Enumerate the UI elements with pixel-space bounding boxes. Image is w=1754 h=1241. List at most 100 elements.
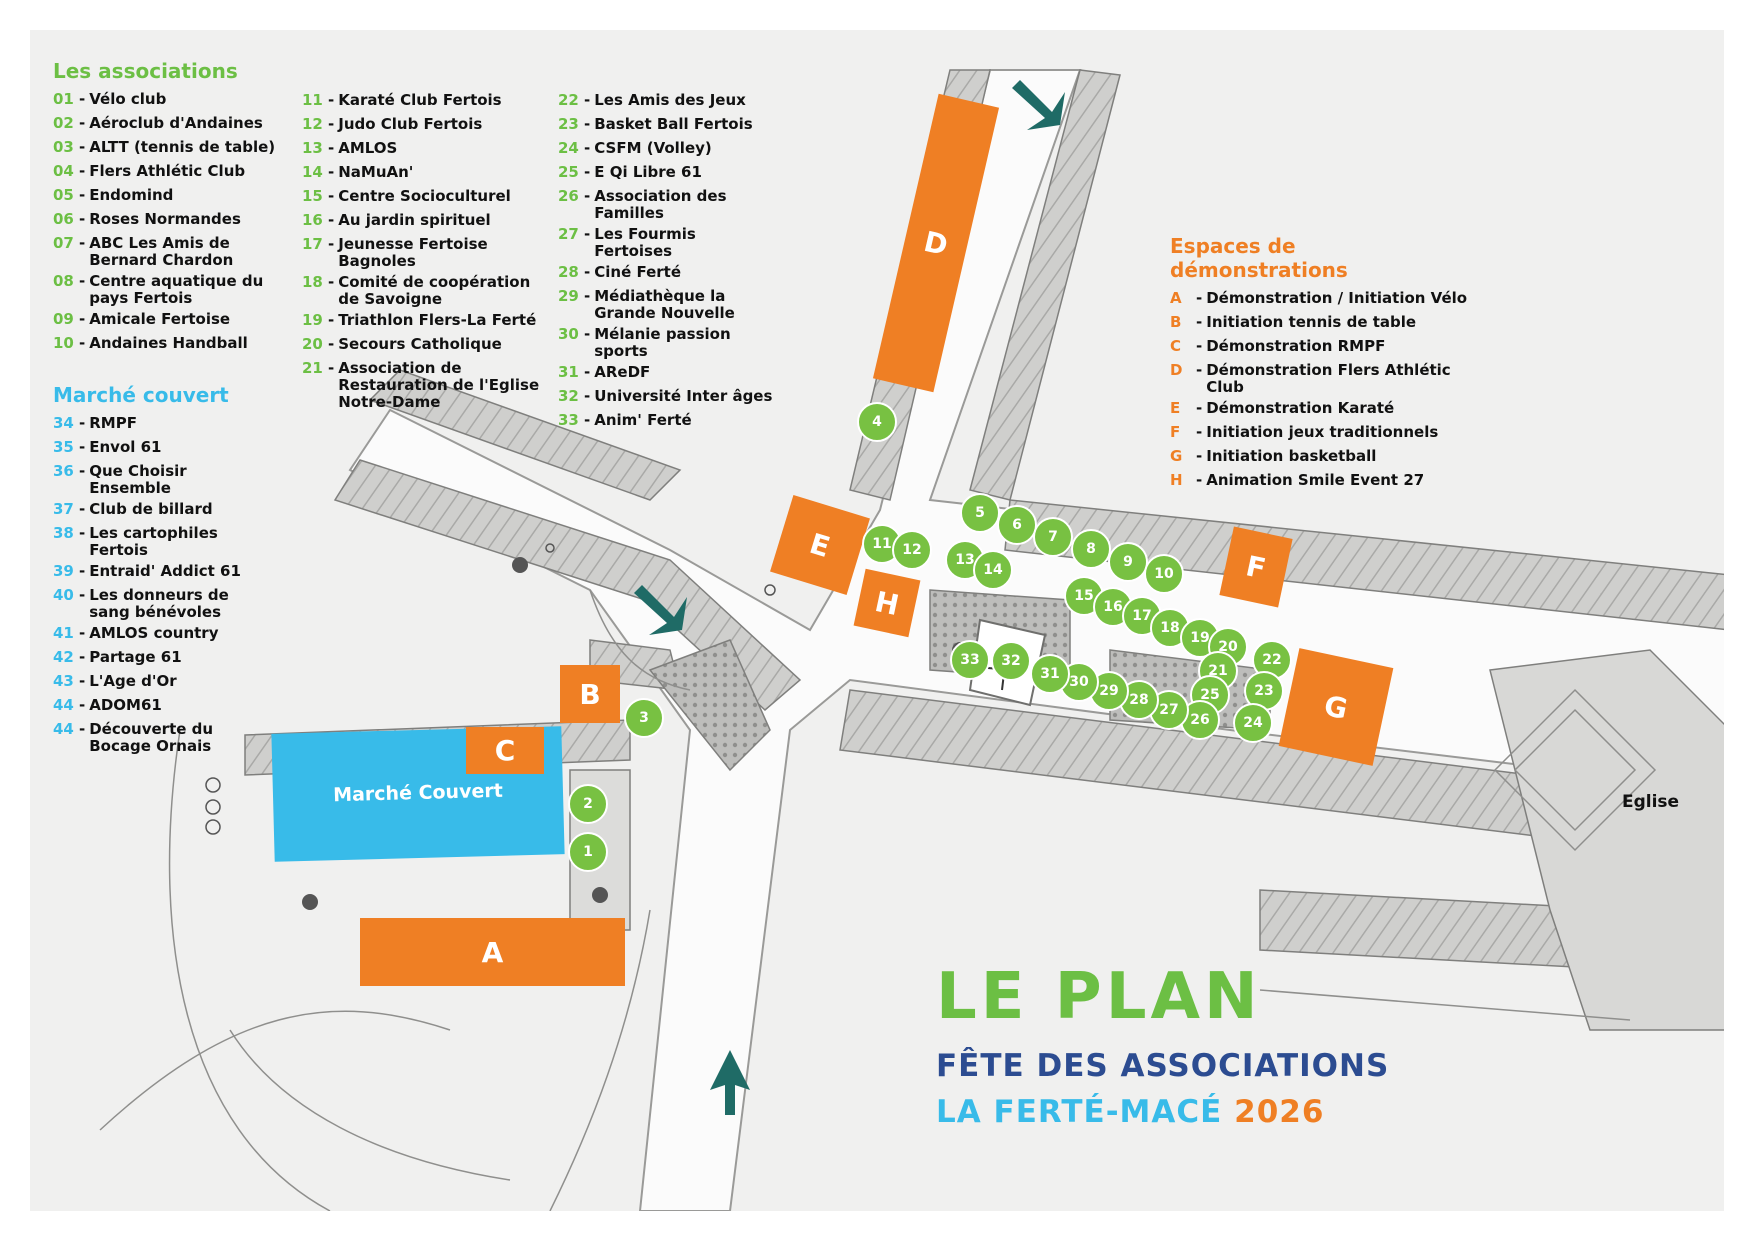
separator-dash: -	[79, 624, 86, 642]
stand-marker-32: 32	[991, 641, 1031, 681]
espace-item: F-Initiation jeux traditionnels	[1170, 420, 1470, 444]
marche-number: 38	[53, 524, 74, 542]
separator-dash: -	[1196, 471, 1203, 489]
marche-name: Les cartophiles Fertois	[89, 524, 218, 559]
separator-dash: -	[1196, 399, 1203, 417]
separator-dash: -	[584, 91, 591, 109]
association-item: 11-Karaté Club Fertois	[302, 88, 542, 112]
association-name: Les Fourmis Fertoises	[594, 225, 696, 260]
association-number: 07	[53, 234, 74, 252]
separator-dash: -	[584, 325, 591, 343]
association-name: Secours Catholique	[338, 335, 502, 353]
marche-item: 44-ADOM61	[53, 693, 263, 717]
association-item: 22-Les Amis des Jeux	[558, 88, 778, 112]
association-number: 12	[302, 115, 323, 133]
espace-number: G	[1170, 447, 1183, 465]
association-number: 19	[302, 311, 323, 329]
town-name: LA FERTÉ-MACÉ	[936, 1094, 1223, 1130]
event-title: FÊTE DES ASSOCIATIONS	[936, 1048, 1390, 1084]
association-number: 31	[558, 363, 579, 381]
separator-dash: -	[79, 90, 86, 108]
separator-dash: -	[1196, 289, 1203, 307]
espace-name: Démonstration / Initiation Vélo	[1206, 289, 1468, 307]
association-number: 20	[302, 335, 323, 353]
association-name: Au jardin spirituel	[338, 211, 491, 229]
association-item: 33-Anim' Ferté	[558, 408, 778, 432]
association-item: 06-Roses Normandes	[53, 207, 283, 231]
marche-number: 43	[53, 672, 74, 690]
espace-item: E-Démonstration Karaté	[1170, 396, 1470, 420]
zone-b: B	[560, 665, 620, 723]
separator-dash: -	[79, 696, 86, 714]
espaces-legend: Espaces de démonstrations A-Démonstratio…	[1170, 234, 1470, 492]
separator-dash: -	[328, 273, 335, 291]
association-item: 25-E Qi Libre 61	[558, 160, 778, 184]
association-name: CSFM (Volley)	[594, 139, 712, 157]
marche-name: L'Age d'Or	[89, 672, 177, 690]
marche-name: RMPF	[89, 414, 137, 432]
stand-marker-14: 14	[973, 550, 1013, 590]
marche-title: Marché couvert	[53, 383, 229, 407]
espace-name: Démonstration RMPF	[1206, 337, 1386, 355]
association-name: Vélo club	[89, 90, 167, 108]
separator-dash: -	[79, 310, 86, 328]
association-number: 11	[302, 91, 323, 109]
association-number: 03	[53, 138, 74, 156]
association-name: NaMuAn'	[338, 163, 414, 181]
stand-marker-31: 31	[1030, 654, 1070, 694]
separator-dash: -	[79, 414, 86, 432]
zone-h: H	[853, 568, 921, 638]
association-number: 04	[53, 162, 74, 180]
church-label: Eglise	[1622, 792, 1680, 812]
association-name: Association de Restauration de l'Eglise …	[338, 359, 540, 411]
association-item: 26-Association des Familles	[558, 184, 778, 222]
association-name: Université Inter âges	[594, 387, 773, 405]
marche-number: 34	[53, 414, 74, 432]
separator-dash: -	[79, 162, 86, 180]
association-name: Roses Normandes	[89, 210, 241, 228]
association-number: 28	[558, 263, 579, 281]
association-number: 27	[558, 225, 579, 243]
espace-item: B-Initiation tennis de table	[1170, 310, 1470, 334]
event-year: 2026	[1234, 1094, 1325, 1130]
bollards	[205, 543, 776, 835]
separator-dash: -	[328, 139, 335, 157]
association-name: AMLOS	[338, 139, 398, 157]
association-name: Les Amis des Jeux	[594, 91, 746, 109]
espace-name: Animation Smile Event 27	[1206, 471, 1425, 489]
association-name: AReDF	[594, 363, 651, 381]
association-item: 24-CSFM (Volley)	[558, 136, 778, 160]
association-number: 09	[53, 310, 74, 328]
stand-marker-5: 5	[960, 493, 1000, 533]
association-item: 20-Secours Catholique	[302, 332, 542, 356]
association-number: 01	[53, 90, 74, 108]
association-name: Ciné Ferté	[594, 263, 682, 281]
marche-item: 40-Les donneurs de sang bénévoles	[53, 583, 263, 621]
separator-dash: -	[79, 462, 86, 480]
association-name: Comité de coopération de Savoigne	[338, 273, 531, 308]
association-item: 14-NaMuAn'	[302, 160, 542, 184]
espaces-title: Espaces de démonstrations	[1170, 234, 1348, 282]
map-outlines	[99, 589, 1631, 1211]
association-item: 07-ABC Les Amis de Bernard Chardon	[53, 231, 283, 269]
espace-item: C-Démonstration RMPF	[1170, 334, 1470, 358]
marche-name: Découverte du Bocage Ornais	[89, 720, 214, 755]
espace-item: G-Initiation basketball	[1170, 444, 1470, 468]
association-item: 13-AMLOS	[302, 136, 542, 160]
church-outline	[1493, 688, 1657, 852]
marche-item: 41-AMLOS country	[53, 621, 263, 645]
marche-item: 39-Entraid' Addict 61	[53, 559, 263, 583]
separator-dash: -	[328, 335, 335, 353]
association-item: 05-Endomind	[53, 183, 283, 207]
association-name: Andaines Handball	[89, 334, 248, 352]
association-number: 08	[53, 272, 74, 290]
association-number: 26	[558, 187, 579, 205]
separator-dash: -	[1196, 447, 1203, 465]
association-item: 03-ALTT (tennis de table)	[53, 135, 283, 159]
associations-title: Les associations	[53, 59, 238, 83]
association-name: Judo Club Fertois	[338, 115, 483, 133]
association-name: Karaté Club Fertois	[338, 91, 502, 109]
association-item: 19-Triathlon Flers-La Ferté	[302, 308, 542, 332]
marche-number: 40	[53, 586, 74, 604]
